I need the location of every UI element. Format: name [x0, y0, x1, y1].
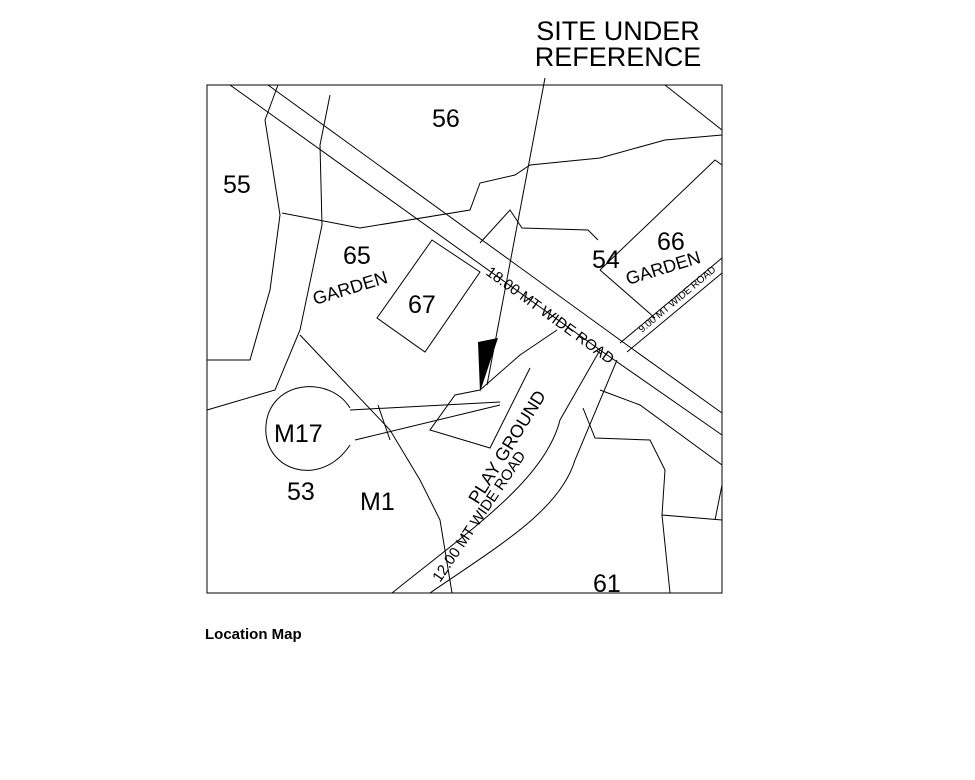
east-road	[619, 257, 723, 353]
map-frame	[206, 84, 723, 594]
site-label-line2: REFERENCE	[535, 42, 702, 72]
site-pointer	[478, 77, 546, 392]
plot-boundaries	[206, 84, 723, 594]
plot-54: 54	[592, 246, 620, 274]
garden-label-west: GARDEN	[310, 267, 389, 309]
plot-53: 53	[287, 478, 315, 506]
plot-55: 55	[223, 171, 251, 199]
main-road	[229, 84, 723, 436]
plot-61: 61	[593, 570, 621, 598]
pointer-arrow-icon	[478, 338, 498, 392]
map-caption: Location Map	[205, 626, 302, 643]
south-road-label: 12.00 MT WIDE ROAD	[429, 448, 529, 585]
main-road-label: 18.00 MT WIDE ROAD	[483, 263, 618, 367]
plot-65: 65	[343, 242, 371, 270]
plot-56: 56	[432, 105, 460, 133]
plot-m1: M1	[360, 488, 395, 516]
m17-circle	[265, 386, 351, 471]
south-road	[391, 349, 618, 594]
plot-m17: M17	[274, 420, 323, 448]
plot-66: 66	[657, 228, 685, 256]
plot-67: 67	[408, 291, 436, 319]
site-label-line1: SITE UNDER	[536, 16, 700, 46]
